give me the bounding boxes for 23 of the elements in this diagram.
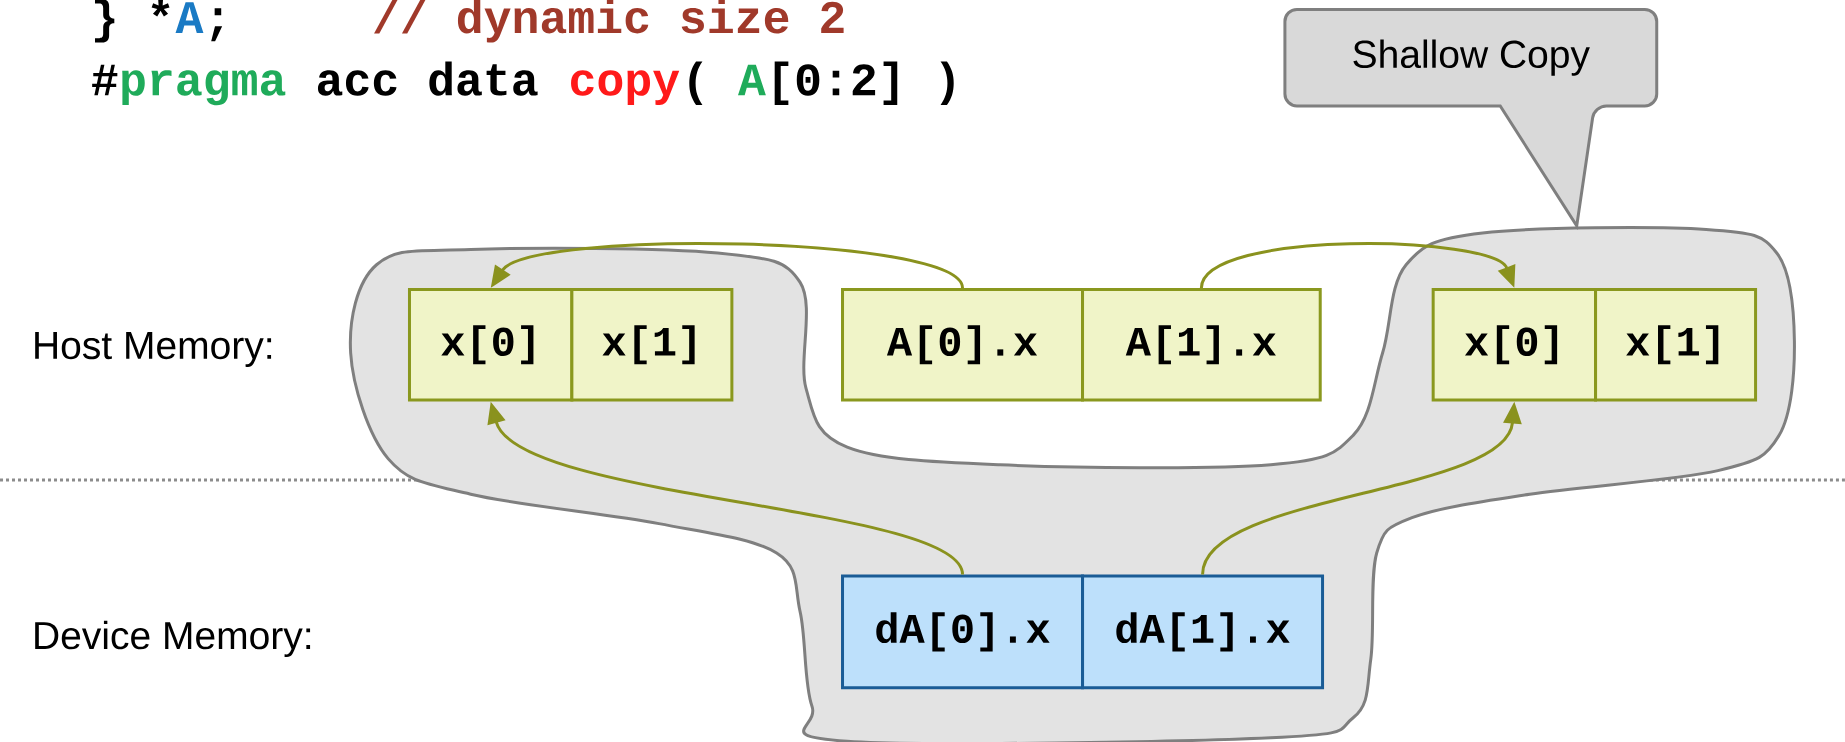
code-text: acc data: [317, 61, 538, 96]
code-text: #: [92, 64, 118, 96]
code-text: A: [738, 64, 766, 96]
memory-cell: x[1]: [570, 287, 734, 402]
code-text: copy: [571, 70, 680, 105]
memory-cell: dA[0].x: [841, 574, 1084, 690]
code-text: // dynamic size 2: [374, 0, 844, 43]
row-label: Host Memory:: [35, 331, 272, 367]
memory-cell: A[1].x: [1081, 287, 1322, 402]
code-text: (: [689, 61, 703, 105]
row-label: Device Memory:: [35, 620, 311, 657]
arrow: [1200, 242, 1516, 289]
code-text: } *: [95, 0, 170, 43]
memory-cell: A[0].x: [841, 287, 1084, 402]
code-text: [0:2] ): [774, 61, 954, 105]
memory-cell: dA[1].x: [1081, 574, 1325, 690]
code-text: pragma: [122, 70, 286, 105]
callout-bubble: Shallow Copy: [1283, 7, 1659, 228]
memory-cell: x[0]: [408, 287, 574, 402]
code-text: ;: [211, 8, 223, 41]
code-text: A: [175, 2, 204, 33]
memory-cell: x[0]: [1431, 287, 1598, 402]
memory-cell: x[1]: [1594, 287, 1758, 402]
